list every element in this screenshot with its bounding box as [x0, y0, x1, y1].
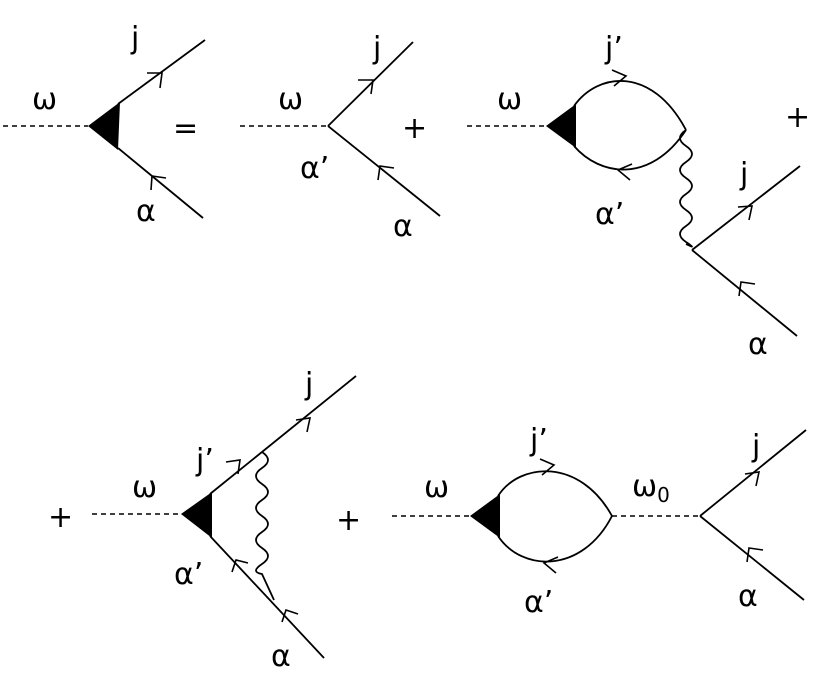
dressed-vertex-triangle — [88, 102, 120, 150]
label-j: j — [130, 21, 139, 56]
label-omega0-base: ω — [632, 469, 657, 504]
arrow-out — [744, 471, 761, 487]
outgoing-electron-line — [209, 375, 357, 495]
arrow-out-inner — [225, 459, 241, 475]
label-omega0-subscript: 0 — [657, 483, 670, 507]
plus-sign: + — [785, 100, 810, 135]
outgoing-electron-line — [117, 39, 206, 105]
plus-sign: + — [48, 500, 73, 535]
bubble-upper-line — [497, 470, 613, 517]
plus-sign: + — [336, 503, 361, 538]
incoming-electron-line — [209, 535, 325, 659]
bubble-lower-line — [573, 129, 687, 171]
incoming-electron-line — [117, 147, 204, 219]
bare-vertex: ω j α’ α — [240, 31, 441, 244]
bubble-omega0-term: ω j’ α’ ω0 j α — [392, 423, 807, 620]
arrow-upper — [611, 69, 628, 87]
label-j: j — [372, 31, 381, 66]
label-omega0: ω0 — [632, 469, 670, 507]
label-j: j — [739, 157, 748, 192]
arrow-in — [377, 165, 395, 181]
outgoing-electron-line — [691, 165, 801, 251]
arrow-out-outer — [295, 417, 312, 433]
label-alpha-prime: α’ — [174, 557, 203, 592]
arrow-out — [737, 205, 754, 221]
incoming-electron-line — [699, 515, 805, 601]
arrow-lower — [542, 556, 559, 574]
equals-sign: = — [173, 111, 198, 146]
label-alpha: α — [271, 639, 291, 674]
dressed-vertex-triangle — [546, 104, 576, 148]
label-omega: ω — [497, 82, 522, 117]
label-j: j — [751, 429, 760, 464]
arrow-in — [150, 175, 167, 191]
label-alpha-prime: α’ — [300, 151, 329, 186]
wavy-interaction-line — [679, 129, 693, 248]
arrow-in — [738, 281, 756, 297]
outgoing-electron-line — [327, 41, 414, 127]
label-alpha: α — [748, 327, 768, 362]
incoming-electron-line — [691, 249, 798, 337]
arrow-upper — [539, 458, 556, 476]
bubble-upper-line — [573, 80, 687, 131]
vertex-correction-term: ω j’ j α’ α — [92, 367, 357, 674]
plus-sign: + — [402, 111, 427, 146]
label-omega: ω — [32, 82, 57, 117]
bubble-lower-line — [497, 515, 613, 563]
arrow-in-inner — [231, 559, 249, 573]
label-j-prime: j’ — [604, 31, 623, 66]
label-alpha-prime: α’ — [595, 197, 624, 232]
lhs-dressed-vertex: ω j α — [3, 21, 206, 229]
incoming-electron-line — [327, 125, 441, 217]
label-alpha: α — [738, 579, 758, 614]
label-alpha: α — [393, 209, 413, 244]
arrow-in-outer — [281, 608, 299, 623]
arrow-in — [746, 547, 764, 563]
label-alpha-prime: α’ — [524, 585, 553, 620]
label-omega: ω — [278, 82, 303, 117]
arrow-lower — [616, 163, 633, 181]
bubble-wavy-term: ω j’ α’ j α — [467, 31, 801, 362]
label-j: j — [304, 367, 313, 402]
label-alpha: α — [136, 194, 156, 229]
arrow-out — [358, 79, 374, 95]
label-j-prime: j’ — [195, 443, 214, 478]
arrow-out — [147, 72, 163, 89]
wavy-interaction-line — [255, 451, 275, 601]
label-omega: ω — [132, 470, 157, 505]
label-omega: ω — [424, 470, 449, 505]
dressed-vertex-triangle — [181, 492, 212, 538]
label-j-prime: j’ — [529, 423, 548, 458]
dressed-vertex-triangle — [470, 494, 500, 538]
